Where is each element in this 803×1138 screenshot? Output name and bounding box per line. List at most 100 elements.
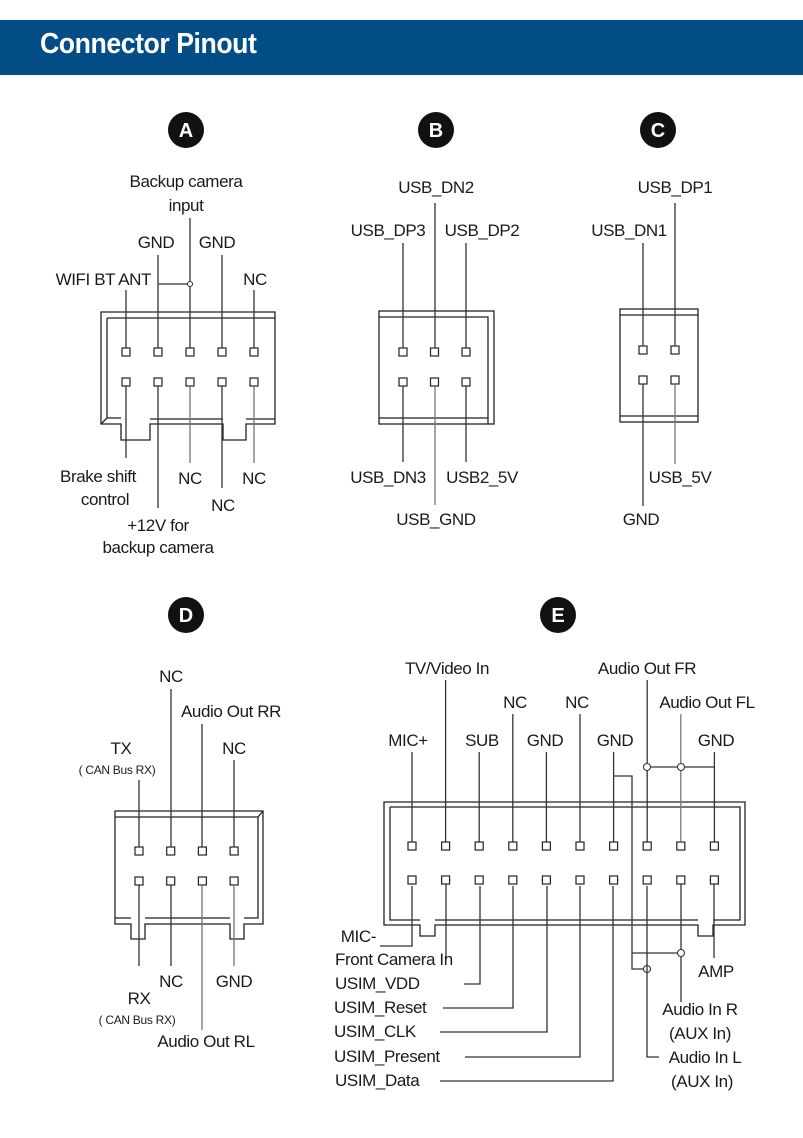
connector-e-pin-top-8 [642, 841, 652, 851]
badge-d-letter: D [179, 605, 193, 627]
label-e-usim-reset: USIM_Reset [334, 998, 427, 1017]
label-d-tx-can: ( CAN Bus RX) [79, 763, 156, 777]
label-e-aux-in-l: (AUX In) [671, 1072, 733, 1091]
label-d-nc-top: NC [159, 667, 183, 686]
connector-c: C USB_DP1 USB_DN1 USB_5V GND [591, 112, 713, 529]
connector-c-pin-top-1 [638, 345, 648, 355]
connector-e-housing-inner [389, 806, 741, 921]
connector-b-pin-top-3 [461, 347, 471, 357]
wire-e-usim-data [440, 886, 614, 1082]
connector-d-housing [114, 810, 264, 940]
connector-d-pin-bottom-1 [134, 876, 144, 886]
connector-a-pin-top-4 [217, 347, 227, 357]
label-c-dp1: USB_DP1 [638, 178, 713, 197]
label-e-gnd-3: GND [698, 731, 735, 750]
connector-d-pin-bottom-4 [229, 876, 239, 886]
label-a-control: control [81, 490, 129, 509]
connector-e-pin-bottom-3 [474, 875, 484, 885]
label-d-rx: RX [128, 989, 151, 1008]
label-c-gnd: GND [623, 510, 660, 529]
label-e-gnd-1: GND [527, 731, 564, 750]
label-d-nc-bottom: NC [159, 972, 183, 991]
label-c-dn1: USB_DN1 [591, 221, 667, 240]
label-e-sub: SUB [465, 731, 499, 750]
label-a-nc-top: NC [243, 270, 267, 289]
connector-c-pin-bottom-1 [638, 375, 648, 385]
label-e-usim-clk: USIM_CLK [334, 1022, 417, 1041]
label-e-usim-present: USIM_Present [334, 1047, 440, 1066]
badge-a: A [168, 112, 204, 148]
label-e-front-camera-in: Front Camera In [335, 950, 453, 969]
connector-a: A Backup camera input GND GND WIFI BT AN… [56, 112, 276, 557]
connector-e-pin-bottom-7 [608, 875, 619, 885]
connector-a-pins [121, 347, 259, 387]
connector-e-pin-top-1 [407, 841, 417, 851]
label-a-gnd-left: GND [138, 233, 175, 252]
badge-b: B [418, 112, 454, 148]
label-e-gnd-2: GND [597, 731, 634, 750]
connector-d-pin-bottom-3 [197, 876, 207, 886]
connector-e-pin-top-6 [575, 841, 585, 851]
connector-d: D NC Audio Out RR TX ( CAN Bus RX) NC NC… [79, 597, 282, 1051]
connector-a-pin-bottom-3 [185, 377, 195, 387]
badge-c-letter: C [651, 120, 665, 142]
connector-b-housing-inner [379, 316, 489, 424]
connector-a-pin-bottom-2 [153, 377, 163, 387]
label-e-audio-in-l: Audio In L [669, 1048, 742, 1067]
wire-e-usim-present [465, 886, 581, 1058]
label-e-aux-in-r: (AUX In) [669, 1024, 731, 1043]
connector-e-pin-bottom-10 [709, 875, 720, 885]
connector-e-pin-top-3 [474, 841, 484, 851]
label-a-wifi-bt-ant: WIFI BT ANT [56, 270, 151, 289]
wire-e-audio-in-l [646, 886, 659, 1058]
connector-b-pin-bottom-3 [461, 377, 471, 387]
label-e-usim-vdd: USIM_VDD [335, 974, 420, 993]
junction-a [186, 280, 194, 288]
label-d-tx: TX [111, 739, 132, 758]
label-e-nc-1: NC [503, 693, 527, 712]
connector-d-pin-top-4 [229, 846, 239, 856]
connector-b-pin-bottom-2 [429, 377, 440, 387]
connector-e-pin-bottom-8 [642, 875, 652, 885]
connector-e-pin-bottom-4 [508, 875, 518, 885]
label-d-audio-out-rr: Audio Out RR [181, 702, 281, 721]
label-e-tv-video-in: TV/Video In [405, 659, 489, 678]
connector-b-housing [378, 310, 495, 425]
connector-e-pin-bottom-1 [407, 875, 417, 885]
label-d-nc-right: NC [222, 739, 246, 758]
connector-e-pin-bottom-9 [676, 875, 686, 885]
wire-e-gnd-audio-in-l [613, 775, 645, 970]
connector-b-pin-bottom-1 [398, 377, 408, 387]
connector-d-pins [134, 846, 239, 886]
connector-e: E TV/Video In Audio Out FR NC NC Audio O… [334, 597, 755, 1091]
label-a-brake-shift: Brake shift [60, 467, 137, 486]
label-a-nc-1: NC [178, 469, 202, 488]
badge-a-letter: A [179, 120, 193, 142]
junction-e-audio-out-fl [676, 762, 686, 772]
label-a-12v: +12V for [127, 516, 189, 535]
label-a-gnd-right: GND [199, 233, 236, 252]
connector-c-pin-bottom-2 [670, 375, 680, 385]
junction-e-audio-in-r [676, 948, 686, 958]
connector-a-pin-bottom-4 [217, 377, 227, 387]
connector-e-housing [383, 801, 746, 937]
connector-e-pin-top-9 [676, 841, 686, 851]
label-e-mic-minus: MIC- [341, 927, 376, 946]
connector-a-housing-inner [100, 317, 275, 425]
label-b-dn3: USB_DN3 [350, 468, 426, 487]
connector-d-pin-top-1 [134, 846, 144, 856]
connector-c-housing [619, 308, 699, 423]
connector-c-housing-inner [620, 314, 698, 417]
label-a-nc-3: NC [242, 469, 266, 488]
label-a-backup-camera-power: backup camera [102, 538, 214, 557]
connector-b-pins [398, 347, 471, 387]
label-a-backup-camera: Backup camera [130, 172, 244, 191]
badge-d: D [168, 597, 204, 633]
connector-d-pin-top-2 [166, 846, 176, 856]
badge-e-letter: E [551, 605, 564, 627]
connector-e-pin-bottom-6 [575, 875, 585, 885]
label-e-nc-2: NC [565, 693, 589, 712]
wire-e-usim-clk [440, 886, 548, 1033]
connector-e-pin-top-2 [441, 841, 451, 851]
